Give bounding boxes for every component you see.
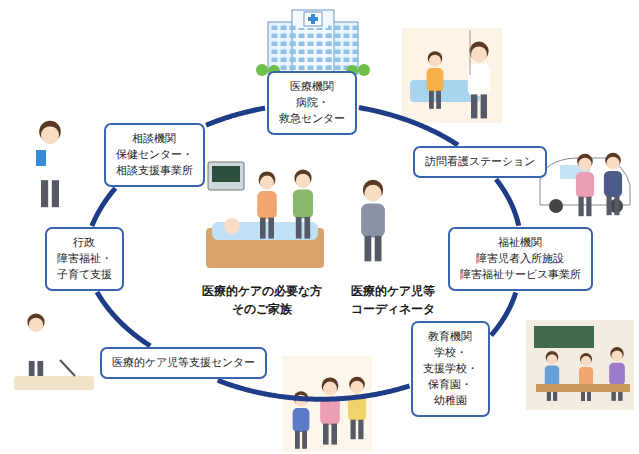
org-box: 教育機関学校・支援学校・ 保育園・幼稚園 xyxy=(411,321,490,417)
org-name: 医療機関 xyxy=(290,79,334,95)
coordinator-picture xyxy=(361,180,385,262)
org-name: 相談機関 xyxy=(132,131,176,147)
org-detail: 障害児者入所施設 障害福祉サービス事業所 xyxy=(460,251,581,283)
support-center-picture xyxy=(282,356,372,452)
family-bed-picture xyxy=(206,162,324,268)
org-name: 教育機関 xyxy=(428,329,472,345)
org-name: 福祉機関 xyxy=(498,235,542,251)
org-detail: 障害福祉・子育て支援 xyxy=(57,251,112,283)
ring-connector xyxy=(92,188,115,226)
ring-connector xyxy=(218,380,410,399)
org-box: 福祉機関障害児者入所施設 障害福祉サービス事業所 xyxy=(448,227,593,291)
administration-picture xyxy=(14,313,94,390)
org-box: 相談機関保健センター・ 相談支援事業所 xyxy=(104,123,205,187)
car-picture xyxy=(540,153,630,216)
ring-connector xyxy=(496,179,519,225)
org-box: 行政障害福祉・子育て支援 xyxy=(45,227,124,291)
org-name: 医療的ケア児等支援センター xyxy=(112,355,255,371)
ring-connector xyxy=(491,292,516,335)
org-box: 訪問看護ステーション xyxy=(413,146,547,178)
org-box: 医療的ケア児等支援センター xyxy=(100,347,267,379)
org-detail: 病院・救急センター xyxy=(279,95,345,127)
consultant-picture xyxy=(36,121,63,207)
ring-connector xyxy=(359,108,458,145)
classroom-picture xyxy=(526,320,634,410)
org-name: 訪問看護ステーション xyxy=(425,154,535,170)
center-caption: 医療的ケアの必要な方 そのご家族 xyxy=(202,282,322,318)
org-name: 行政 xyxy=(73,235,95,251)
ring-connector xyxy=(97,292,150,346)
org-detail: 保健センター・ 相談支援事業所 xyxy=(116,147,193,179)
center-caption: 医療的ケア児等 コーディネータ xyxy=(351,282,435,318)
ring-connector xyxy=(206,108,265,125)
org-detail: 学校・支援学校・ 保育園・幼稚園 xyxy=(423,345,478,409)
hospital-picture xyxy=(256,10,370,77)
org-box: 医療機関病院・救急センター xyxy=(267,71,357,135)
home-visit-picture xyxy=(402,28,502,123)
